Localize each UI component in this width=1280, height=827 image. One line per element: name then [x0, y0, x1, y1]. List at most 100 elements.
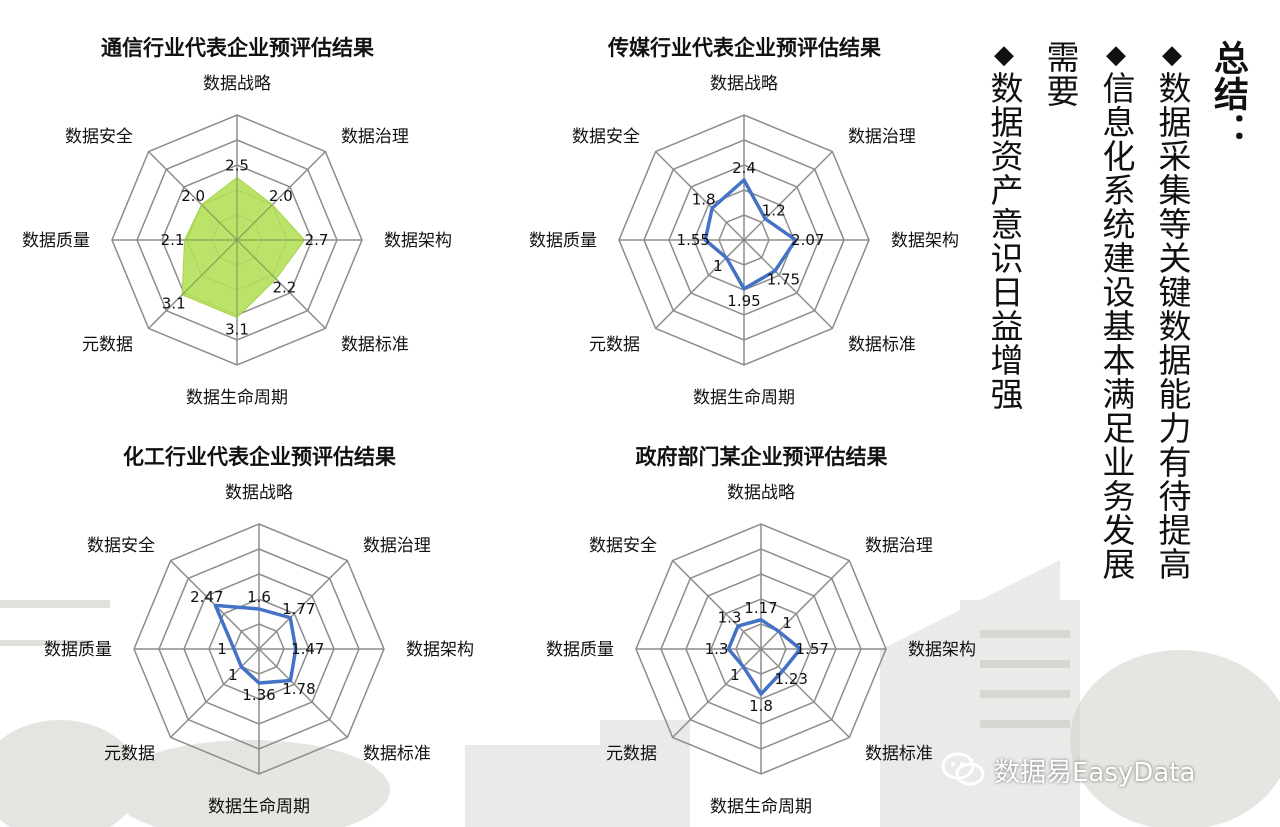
summary-text: 数据资产意识日益增强: [985, 71, 1024, 411]
grid-spoke: [655, 151, 745, 241]
chart-title: 通信行业代表企业预评估结果: [101, 36, 374, 60]
value-label: 2.07: [791, 231, 824, 249]
bullet-icon: ◆: [989, 40, 1019, 71]
value-label: 2.1: [161, 231, 185, 249]
chart-title: 政府部门某企业预评估结果: [635, 445, 888, 469]
value-label: 1.57: [796, 640, 829, 658]
axis-label: 数据质量: [22, 231, 90, 251]
axis-label: 数据安全: [572, 127, 640, 147]
grid-spoke: [258, 560, 348, 650]
grid-spoke: [258, 648, 348, 738]
summary-panel: 总结： ◆数据采集等关键数据能力有待提高 ◆信息化系统建设基本满足业务发展需要 …: [976, 40, 1256, 600]
axis-label: 元数据: [104, 744, 155, 764]
grid-spoke: [170, 648, 260, 738]
bullet-icon: ◆: [1157, 40, 1187, 71]
axis-label: 数据质量: [546, 640, 614, 660]
summary-text: 数据采集等关键数据能力有待提高: [1153, 71, 1192, 581]
value-label: 1: [730, 666, 740, 684]
axis-label: 数据架构: [384, 231, 452, 251]
value-label: 1: [217, 640, 227, 658]
axis-label: 数据架构: [908, 640, 976, 660]
bullet-icon: ◆: [1101, 40, 1131, 71]
axis-label: 数据标准: [341, 335, 409, 355]
series-line: [703, 178, 798, 291]
wechat-icon: [941, 752, 985, 786]
axis-label: 数据治理: [341, 127, 409, 147]
axis-label: 数据战略: [710, 74, 778, 94]
axis-label: 数据战略: [727, 483, 795, 503]
grid-spoke: [201, 204, 238, 241]
axis-label: 数据生命周期: [693, 388, 795, 408]
grid-spoke: [743, 239, 833, 329]
value-label: 1.8: [749, 697, 773, 715]
axis-label: 数据架构: [891, 231, 959, 251]
axis-label: 数据质量: [44, 640, 112, 660]
axis-label: 数据战略: [203, 74, 271, 94]
value-label: 1.2: [762, 201, 786, 219]
value-label: 2.5: [225, 157, 249, 175]
value-label: 1.3: [718, 609, 742, 627]
value-label: 1.95: [727, 292, 760, 310]
axis-label: 元数据: [606, 744, 657, 764]
summary-item-2: ◆信息化系统建设基本满足业务发展需要: [1032, 40, 1144, 600]
axis-label: 数据标准: [865, 744, 933, 764]
grid-spoke: [655, 239, 745, 329]
value-label: 1.55: [677, 231, 710, 249]
axis-label: 数据安全: [87, 536, 155, 556]
value-label: 1.17: [744, 599, 777, 617]
value-label: 3.1: [225, 321, 249, 339]
axis-label: 数据治理: [848, 127, 916, 147]
axis-label: 数据标准: [363, 744, 431, 764]
chart-title: 化工行业代表企业预评估结果: [123, 445, 396, 469]
grid-spoke: [672, 560, 762, 650]
axis-label: 数据安全: [65, 127, 133, 147]
axis-label: 数据质量: [529, 231, 597, 251]
radar-plot: 2.41.22.071.751.9511.551.8数据战略数据治理数据架构数据…: [529, 74, 959, 408]
grid-spoke: [181, 239, 238, 296]
value-label: 1: [228, 666, 238, 684]
value-label: 2.7: [305, 231, 329, 249]
axis-label: 数据战略: [225, 483, 293, 503]
series-line: [726, 618, 802, 696]
grid-spoke: [760, 648, 850, 738]
value-label: 1: [782, 614, 792, 632]
radar-plot: 2.52.02.72.23.13.12.12.0数据战略数据治理数据架构数据标准…: [22, 74, 452, 408]
axis-label: 数据治理: [865, 536, 933, 556]
axis-label: 数据生命周期: [710, 797, 812, 817]
summary-item-1: ◆数据采集等关键数据能力有待提高: [1144, 40, 1200, 600]
value-label: 2.47: [190, 588, 223, 606]
value-label: 1.78: [282, 680, 315, 698]
grid-spoke: [760, 560, 850, 650]
axis-label: 数据生命周期: [208, 797, 310, 817]
value-label: 2.0: [269, 187, 293, 205]
grid-spoke: [236, 204, 273, 241]
value-label: 2.4: [732, 159, 756, 177]
value-label: 2.0: [181, 187, 205, 205]
radar-plot: 1.61.771.471.781.36112.47数据战略数据治理数据架构数据标…: [44, 483, 474, 817]
summary-heading: 总结：: [1208, 40, 1248, 148]
axis-label: 数据治理: [363, 536, 431, 556]
watermark-text: 数据易EasyData: [994, 757, 1196, 788]
value-label: 1.23: [775, 670, 808, 688]
value-label: 1.36: [242, 686, 275, 704]
axis-label: 数据标准: [848, 335, 916, 355]
grid-spoke: [743, 151, 833, 241]
summary-text: 信息化系统建设基本满足业务发展需要: [1041, 40, 1136, 581]
axis-label: 元数据: [82, 335, 133, 355]
value-label: 1.8: [692, 191, 716, 209]
grid-spoke: [236, 239, 277, 280]
chart-title: 传媒行业代表企业预评估结果: [608, 36, 881, 60]
value-label: 1.3: [705, 640, 729, 658]
axis-label: 数据安全: [589, 536, 657, 556]
value-label: 1.47: [291, 640, 324, 658]
grid-spoke: [672, 648, 762, 738]
radar-plot: 1.1711.571.231.811.31.3数据战略数据治理数据架构数据标准数…: [546, 483, 976, 817]
value-label: 3.1: [162, 294, 186, 312]
value-label: 1.77: [282, 600, 315, 618]
value-label: 1.6: [247, 588, 271, 606]
summary-item-3: ◆数据资产意识日益增强: [976, 40, 1032, 600]
value-label: 1: [713, 257, 723, 275]
